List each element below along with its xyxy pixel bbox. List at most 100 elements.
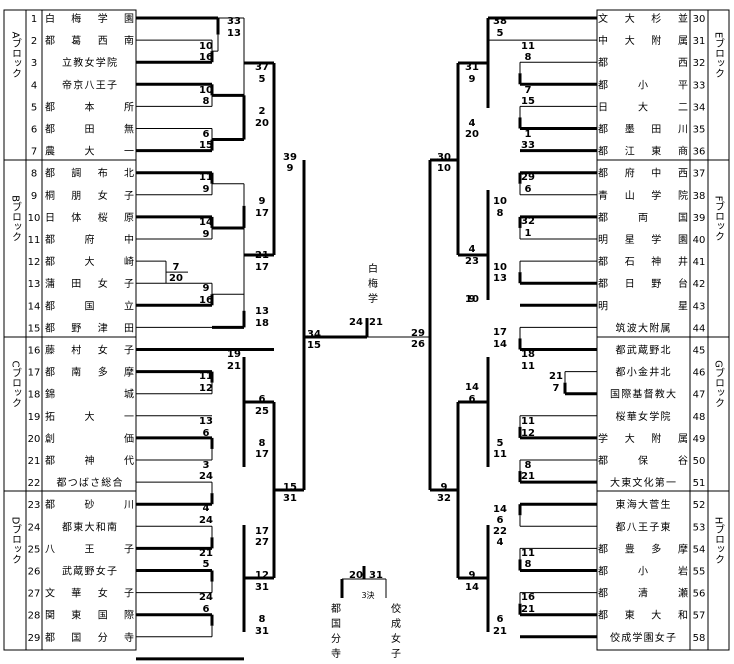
- score-label: 19: [227, 349, 241, 360]
- champion-name: 白梅学: [368, 262, 378, 305]
- score-label: 31: [465, 62, 479, 73]
- score-label: 9: [287, 163, 294, 174]
- score-label: 6: [469, 394, 476, 405]
- score-label: 9: [469, 570, 476, 581]
- score-label: 6: [203, 129, 210, 140]
- score-label: 12: [255, 570, 269, 581]
- score-label: 30: [437, 152, 451, 163]
- score-label: 4: [469, 118, 476, 129]
- block-label: Cブロック: [10, 361, 21, 408]
- score-label: 21: [549, 371, 563, 382]
- team-seed: 2: [31, 36, 37, 47]
- team-seed: 53: [693, 522, 706, 533]
- score-label: 31: [255, 626, 269, 637]
- score-label: 10: [437, 163, 451, 174]
- team-name: 筑波大附属: [616, 321, 671, 334]
- score-label: 20: [169, 273, 183, 284]
- score-label: 18: [521, 349, 535, 360]
- third-place-label: 3決: [361, 590, 374, 600]
- team-seed: 38: [693, 191, 706, 202]
- block-frame: [707, 9, 730, 651]
- score-label: 21: [521, 471, 535, 482]
- score-label: 6: [497, 614, 504, 625]
- block-label: Bブロック: [10, 195, 21, 242]
- team-seed: 55: [693, 567, 706, 578]
- team-name: 佼成学園女子: [610, 631, 676, 644]
- score-label: 21: [521, 604, 535, 615]
- score-label: 8: [497, 208, 504, 219]
- team-seed: 46: [693, 368, 706, 379]
- team-seed: 56: [693, 589, 706, 600]
- team-seed: 25: [28, 544, 41, 555]
- score-label: 8: [525, 559, 532, 570]
- score-label: 38: [493, 16, 507, 27]
- score-label: 12: [521, 428, 535, 439]
- team-seed: 20: [28, 434, 41, 445]
- team-name: 帝京八王子: [62, 78, 117, 91]
- score-label: 5: [259, 74, 266, 85]
- score-label: 21: [199, 548, 213, 559]
- score-label: 5: [497, 28, 504, 39]
- score-label: 8: [203, 96, 210, 107]
- score-label: 5: [497, 438, 504, 449]
- team-seed: 7: [31, 147, 37, 158]
- score-label: 17: [255, 262, 269, 273]
- score-label: 12: [199, 383, 213, 394]
- score-label: 6: [203, 604, 210, 615]
- score-label: 15: [307, 340, 321, 351]
- score-label: 25: [255, 406, 269, 417]
- score-label: 16: [521, 592, 535, 603]
- team-name: 都東大和南: [62, 520, 117, 533]
- score-label: 6: [259, 394, 266, 405]
- team-name: 都武蔵野北: [616, 344, 671, 357]
- team-seed: 33: [693, 80, 706, 91]
- team-seed: 14: [28, 301, 41, 312]
- score-label: 7: [173, 262, 180, 273]
- score-label: 32: [521, 216, 535, 227]
- score-label: 14: [199, 217, 213, 228]
- team-seed: 37: [693, 169, 706, 180]
- team-name: 東海大菅生: [616, 498, 671, 511]
- score-label: 8: [259, 614, 266, 625]
- team-seed: 40: [693, 235, 706, 246]
- team-seed: 50: [693, 456, 706, 467]
- score-label: 15: [199, 140, 213, 151]
- team-name: 都八王子東: [616, 520, 671, 533]
- score-label: 1: [525, 228, 532, 239]
- score-label: 11: [493, 449, 507, 460]
- score-label: 13: [255, 306, 269, 317]
- score-label: 10: [199, 85, 213, 96]
- score-label: 39: [283, 152, 297, 163]
- team-seed: 22: [28, 478, 41, 489]
- team-seed: 35: [693, 125, 706, 136]
- team-name: 武蔵野女子: [62, 565, 117, 578]
- score-label: 4: [469, 244, 476, 255]
- team-seed: 11: [28, 235, 41, 246]
- team-seed: 17: [28, 368, 41, 379]
- block-label: Hブロック: [713, 517, 724, 565]
- team-seed: 19: [28, 412, 41, 423]
- score-label: 18: [255, 318, 269, 329]
- team-seed: 27: [28, 589, 41, 600]
- score-label: 17: [493, 327, 507, 338]
- score-label: 2: [259, 106, 266, 117]
- team-seed: 8: [31, 169, 37, 180]
- score-label: 16: [199, 52, 213, 63]
- score-label: 10: [493, 196, 507, 207]
- score-label: 14: [493, 339, 507, 350]
- score-label: 9: [441, 482, 448, 493]
- score-label: 4: [203, 503, 210, 514]
- score-label: 9: [203, 283, 210, 294]
- bracket-lines: [136, 16, 597, 661]
- team-name: 立教女学院: [62, 56, 117, 69]
- score-label: 11: [199, 172, 213, 183]
- score-label: 21: [255, 250, 269, 261]
- score-label: 10: [199, 41, 213, 52]
- team-seed: 5: [31, 102, 37, 113]
- block-label: Fブロック: [713, 196, 724, 242]
- score-label: 13: [493, 273, 507, 284]
- third-place-team: 佼成女子: [391, 602, 401, 660]
- team-seed: 43: [693, 301, 706, 312]
- score-label: 20: [255, 118, 269, 129]
- score-label: 6: [203, 428, 210, 439]
